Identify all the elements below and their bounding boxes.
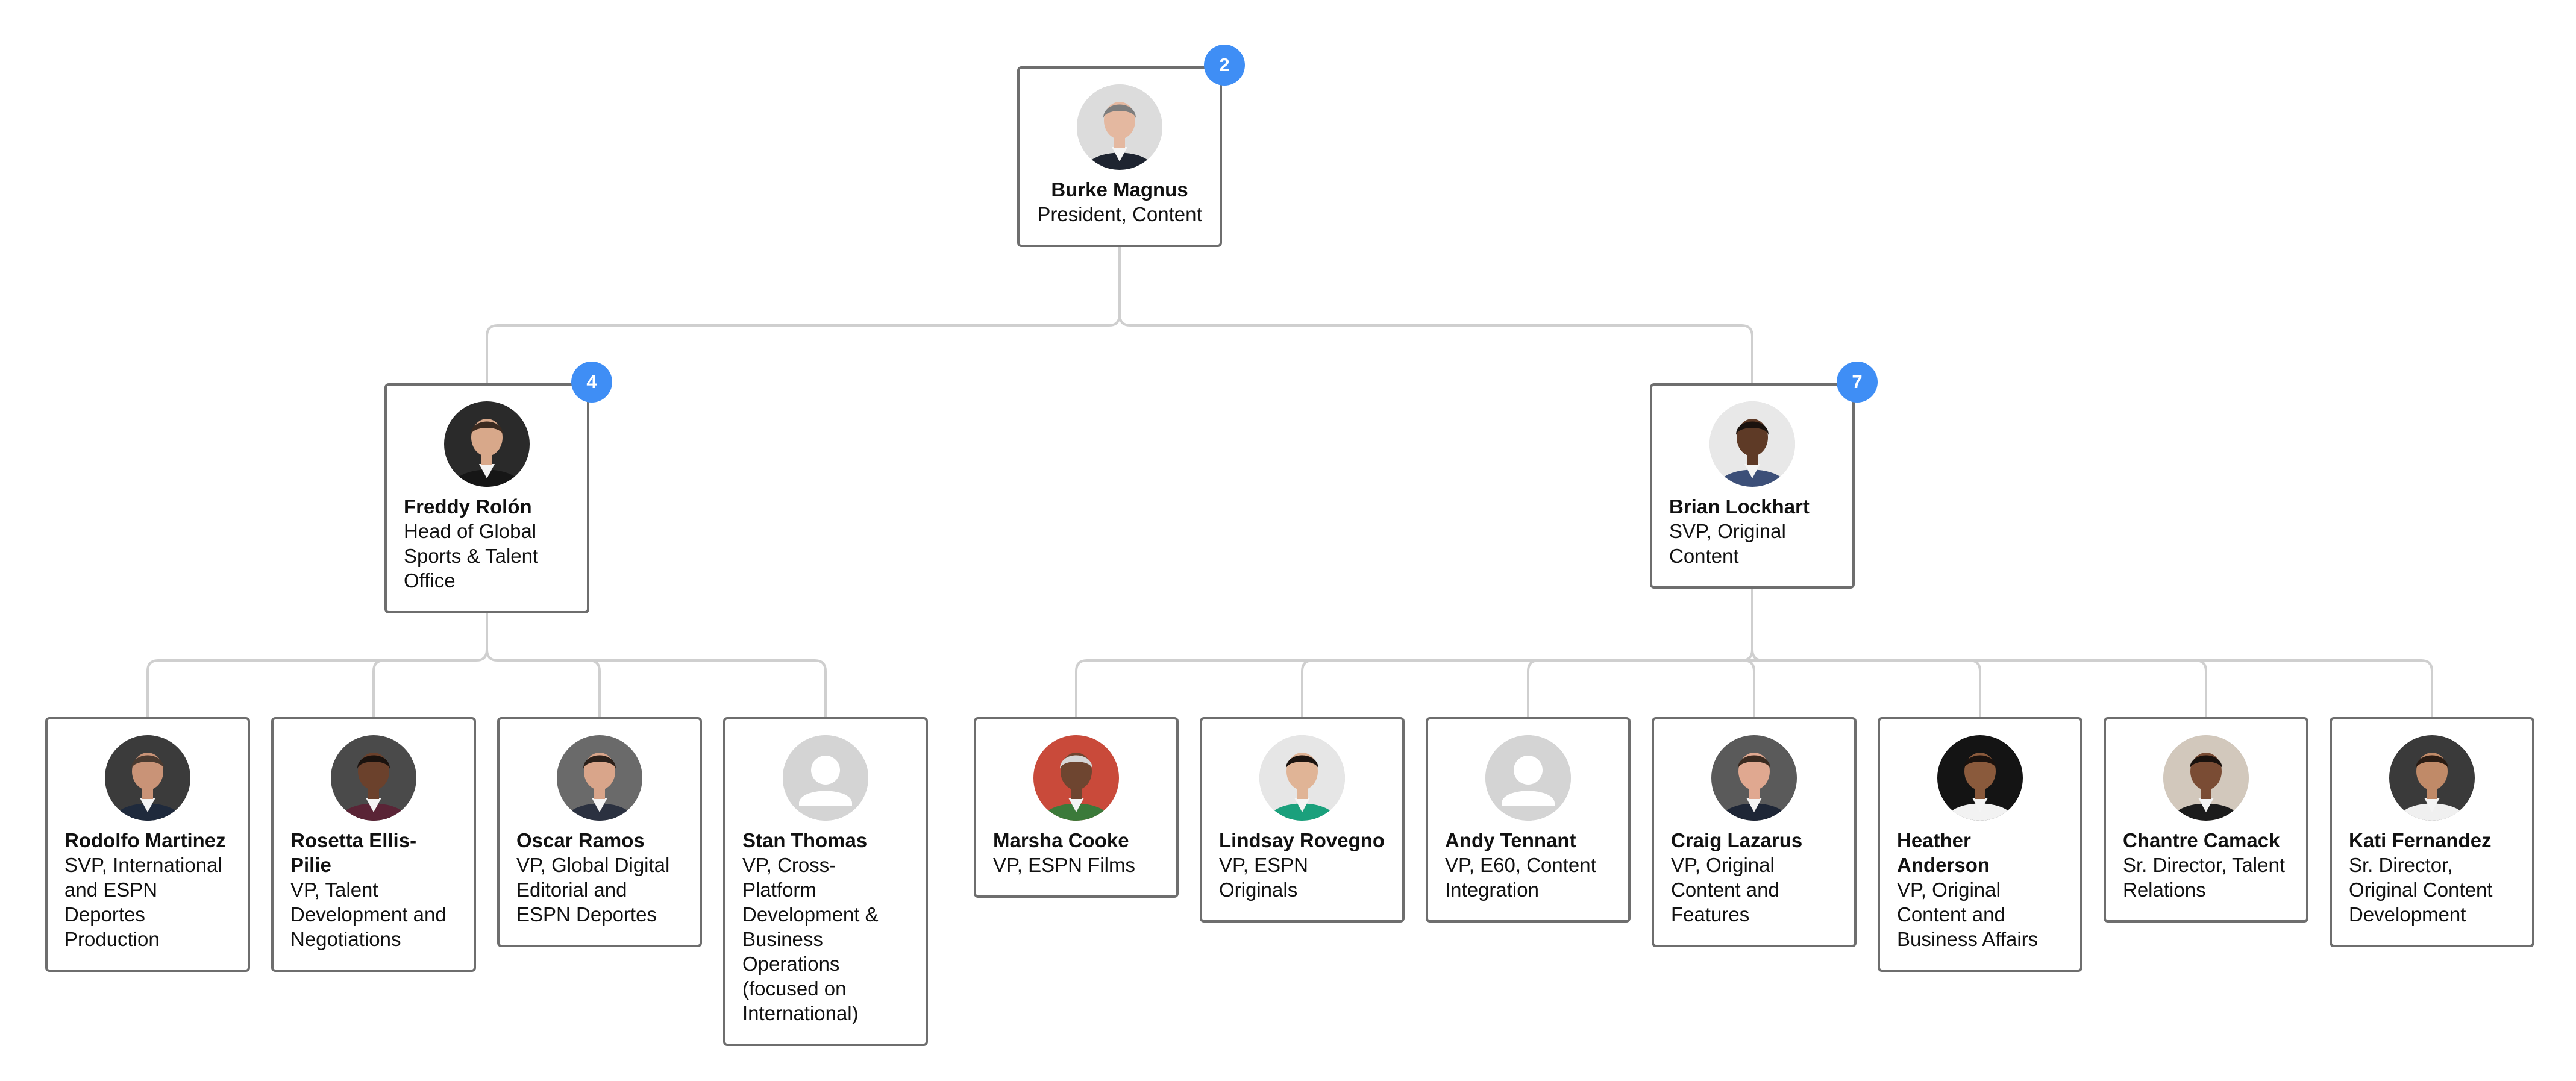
person-name: Andy Tennant bbox=[1445, 829, 1576, 851]
person-title: VP, Talent Development and Negotiations bbox=[290, 879, 447, 950]
person-name: Marsha Cooke bbox=[993, 829, 1129, 851]
person-title: SVP, International and ESPN Deportes Pro… bbox=[64, 854, 222, 950]
person-title: Head of Global Sports & Talent Office bbox=[404, 520, 539, 592]
person-name: Rodolfo Martinez bbox=[64, 829, 226, 851]
avatar bbox=[783, 735, 868, 821]
direct-reports-count-badge[interactable]: 2 bbox=[1204, 45, 1245, 86]
person-photo-icon bbox=[331, 735, 416, 821]
person-title: Sr. Director, Talent Relations bbox=[2123, 854, 2286, 901]
person-name: Freddy Rolón bbox=[404, 495, 532, 518]
avatar bbox=[2163, 735, 2249, 821]
person-title: VP, Cross-Platform Development & Busines… bbox=[742, 854, 879, 1024]
direct-reports-count-badge[interactable]: 4 bbox=[571, 362, 612, 403]
person-title: Sr. Director, Original Content Developme… bbox=[2349, 854, 2493, 926]
connector-line-root bbox=[486, 247, 1753, 383]
avatar bbox=[444, 401, 530, 487]
person-photo-icon bbox=[2163, 735, 2249, 821]
person-title: VP, Global Digital Editorial and ESPN De… bbox=[516, 854, 670, 926]
person-title: VP, Original Content and Business Affair… bbox=[1897, 879, 2039, 950]
person-name: Brian Lockhart bbox=[1669, 495, 1810, 518]
person-name: Heather Anderson bbox=[1897, 829, 1990, 876]
avatar bbox=[1077, 84, 1162, 170]
person-photo-icon bbox=[1937, 735, 2023, 821]
person-title: VP, E60, Content Integration bbox=[1445, 854, 1596, 901]
person-photo-icon bbox=[1259, 735, 1345, 821]
connector-line-l1-1 bbox=[1075, 589, 2433, 717]
person-title: VP, ESPN Originals bbox=[1219, 854, 1308, 901]
avatar bbox=[557, 735, 642, 821]
person-photo-icon bbox=[1711, 735, 1797, 821]
avatar-placeholder-icon bbox=[1485, 735, 1571, 821]
person-photo-icon bbox=[444, 401, 530, 487]
person-title: VP, ESPN Films bbox=[993, 854, 1135, 876]
person-name: Rosetta Ellis-Pilie bbox=[290, 829, 417, 876]
avatar bbox=[1937, 735, 2023, 821]
avatar-placeholder-icon bbox=[783, 735, 868, 821]
person-name: Burke Magnus bbox=[1051, 178, 1188, 201]
person-photo-icon bbox=[105, 735, 190, 821]
person-title: President, Content bbox=[1037, 203, 1202, 225]
avatar bbox=[1485, 735, 1571, 821]
person-photo-icon bbox=[2389, 735, 2475, 821]
avatar bbox=[105, 735, 190, 821]
person-title: SVP, Original Content bbox=[1669, 520, 1786, 567]
avatar bbox=[331, 735, 416, 821]
person-name: Lindsay Rovegno bbox=[1219, 829, 1385, 851]
connector-line-l1-0 bbox=[146, 613, 827, 717]
avatar bbox=[1259, 735, 1345, 821]
person-name: Craig Lazarus bbox=[1671, 829, 1803, 851]
person-title: VP, Original Content and Features bbox=[1671, 854, 1779, 926]
avatar bbox=[1033, 735, 1119, 821]
avatar bbox=[1711, 735, 1797, 821]
person-name: Chantre Camack bbox=[2123, 829, 2280, 851]
person-name: Stan Thomas bbox=[742, 829, 868, 851]
person-photo-icon bbox=[1709, 401, 1795, 487]
avatar bbox=[1709, 401, 1795, 487]
person-name: Kati Fernandez bbox=[2349, 829, 2492, 851]
person-name: Oscar Ramos bbox=[516, 829, 645, 851]
person-photo-icon bbox=[1077, 84, 1162, 170]
direct-reports-count-badge[interactable]: 7 bbox=[1837, 362, 1878, 403]
person-photo-icon bbox=[557, 735, 642, 821]
person-photo-icon bbox=[1033, 735, 1119, 821]
avatar bbox=[2389, 735, 2475, 821]
